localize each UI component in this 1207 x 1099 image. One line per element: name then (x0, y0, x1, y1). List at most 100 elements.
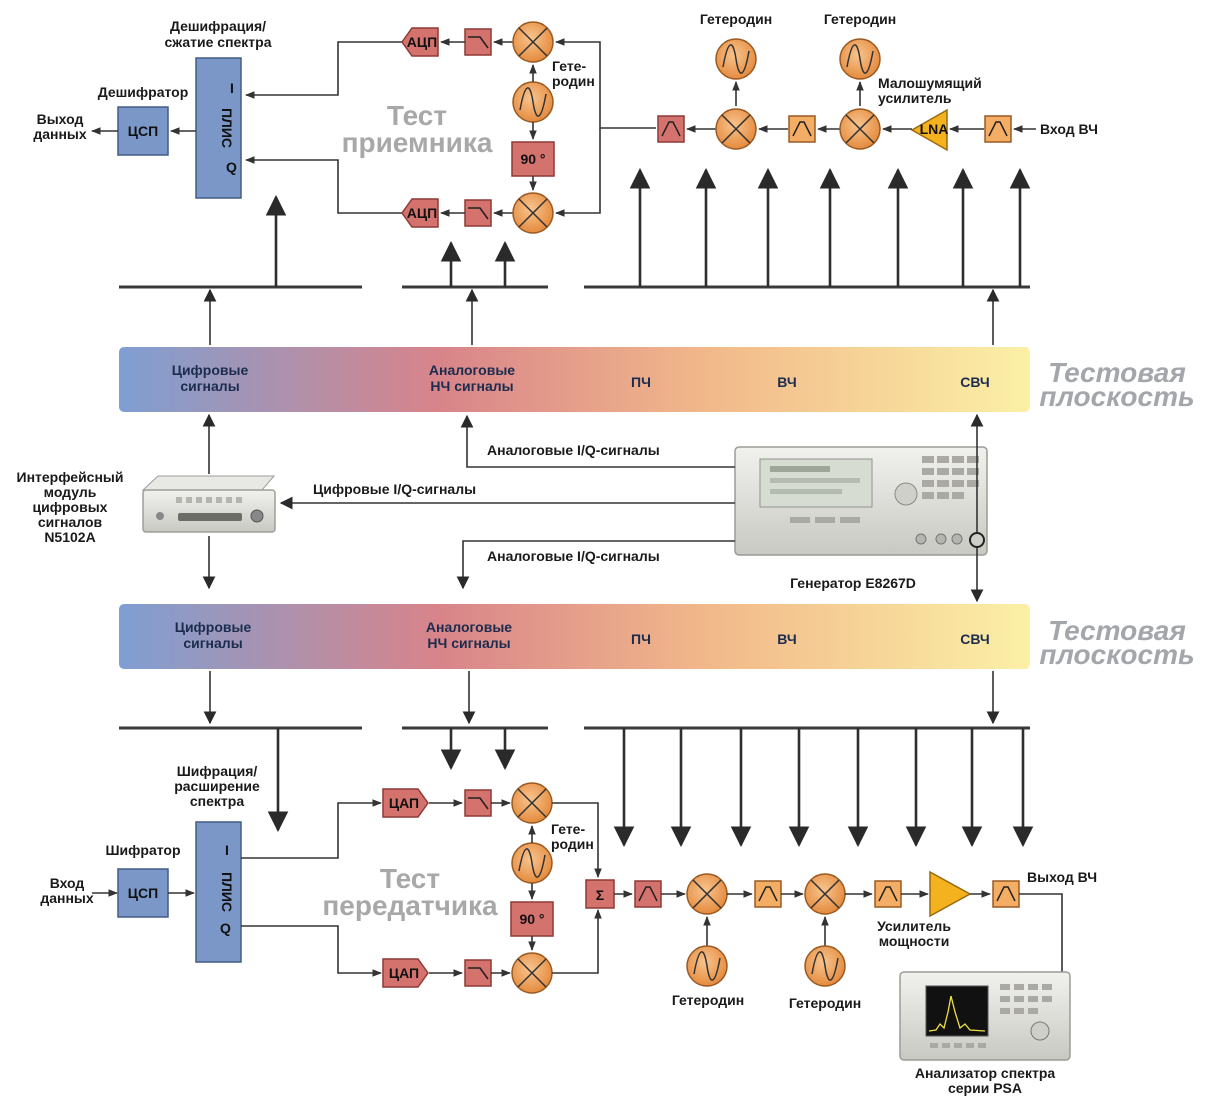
tx-encoder-label: Шифратор (105, 842, 180, 858)
tx-lo-1 (686, 945, 728, 987)
rx-fpga-block (195, 57, 242, 199)
tx-lo-2-label: Гетеродин (789, 995, 861, 1011)
rx-mixer-2 (839, 108, 881, 150)
generator-e8267d (734, 446, 988, 556)
rx-phase-shifter: 90 ° (511, 141, 555, 177)
tx-fpga-label: ПЛИС (219, 872, 235, 912)
rx-lo-2 (839, 38, 881, 80)
top-band-if: ПЧ (631, 374, 651, 390)
rx-bus-arrows (265, 167, 1031, 287)
tx-q-label: Q (220, 920, 231, 936)
spectrum-analyzer-psa (899, 971, 1071, 1061)
tx-sum-q-line (552, 909, 602, 974)
tx-lpf-i (464, 789, 492, 817)
bottom-band (119, 604, 1030, 669)
rx-adc-q: АЦП (401, 198, 439, 228)
tx-rf-out-label: Выход ВЧ (1027, 869, 1097, 885)
top-band-rf: ВЧ (777, 374, 796, 390)
tx-q-line (241, 925, 382, 977)
tx-i-label: I (225, 842, 229, 858)
digital-iq-label: Цифровые I/Q-сигналы (313, 481, 476, 497)
tx-lo-iq (511, 842, 553, 884)
svg-text:ЦАП: ЦАП (389, 965, 419, 981)
rx-lo-2-label: Гетеродин (824, 11, 896, 27)
tx-mixer-2 (804, 873, 846, 915)
tx-mixer-q (511, 952, 553, 994)
rx-lpf-q (464, 199, 492, 227)
tx-lo-2 (804, 945, 846, 987)
tx-rf-filter-1 (754, 880, 782, 908)
tx-mixer-1 (686, 873, 728, 915)
svg-text:90 °: 90 ° (519, 911, 544, 927)
rx-mixer-1 (715, 108, 757, 150)
rx-i-label: I (230, 80, 234, 96)
svg-text:90 °: 90 ° (520, 151, 545, 167)
rx-adc-i-line (245, 41, 402, 99)
rx-adc-q-line (245, 156, 402, 214)
tx-lo-short-label: Гете-родин (551, 821, 594, 852)
tx-lpf-q (464, 959, 492, 987)
bottom-band-if: ПЧ (631, 631, 651, 647)
tx-dac-i: ЦАП (382, 788, 429, 818)
tx-rf-filter-2 (874, 880, 902, 908)
svg-text:Σ: Σ (596, 887, 604, 903)
rx-lo-1 (715, 38, 757, 80)
tx-if-filter (634, 880, 662, 908)
tx-sum-i-line (552, 802, 602, 878)
rx-adc-i: АЦП (401, 27, 439, 57)
rx-if-filter (657, 115, 685, 143)
tx-bus-arrows (267, 728, 1034, 848)
tx-summer: Σ (585, 879, 615, 909)
tx-dsp-block (117, 868, 169, 918)
generator-rf-port (969, 532, 985, 548)
analog-iq-top-label: Аналоговые I/Q-сигналы (487, 442, 660, 458)
svg-text:LNA: LNA (920, 121, 949, 137)
analog-iq-bottom-line (456, 540, 735, 590)
tx-lo-1-label: Гетеродин (672, 992, 744, 1008)
tx-power-amplifier (929, 870, 972, 918)
rx-q-label: Q (226, 159, 237, 175)
rx-dsp-block (117, 106, 169, 156)
tx-mixer-i (511, 782, 553, 824)
bottom-band-microwave: СВЧ (960, 631, 990, 647)
analog-iq-top-line (460, 414, 735, 468)
interface-module-n5102a (141, 475, 276, 533)
tx-phase-shifter: 90 ° (510, 901, 554, 937)
top-band-microwave: СВЧ (960, 374, 990, 390)
svg-text:АЦП: АЦП (407, 34, 437, 50)
svg-text:ЦАП: ЦАП (389, 795, 419, 811)
rx-mixer-i (512, 21, 554, 63)
tx-dsp-label: ЦСП (128, 885, 158, 901)
tx-output-filter (992, 880, 1020, 908)
rx-split-i (555, 38, 656, 129)
rx-dsp-label: ЦСП (128, 123, 158, 139)
rx-lna: LNA (910, 108, 949, 152)
top-band (119, 347, 1030, 412)
tx-fpga-block (195, 821, 242, 963)
bottom-band-rf: ВЧ (777, 631, 796, 647)
rx-input-filter (984, 115, 1012, 143)
rx-split-q (555, 128, 601, 217)
rx-fpga-label: ПЛИС (219, 108, 235, 148)
rx-lo-iq (512, 81, 554, 123)
rx-lo-1-label: Гетеродин (700, 11, 772, 27)
rx-mixer-q (512, 192, 554, 234)
rx-rf-in-label: Вход ВЧ (1040, 121, 1098, 137)
svg-text:АЦП: АЦП (407, 205, 437, 221)
generator-label: Генератор E8267D (790, 575, 916, 591)
